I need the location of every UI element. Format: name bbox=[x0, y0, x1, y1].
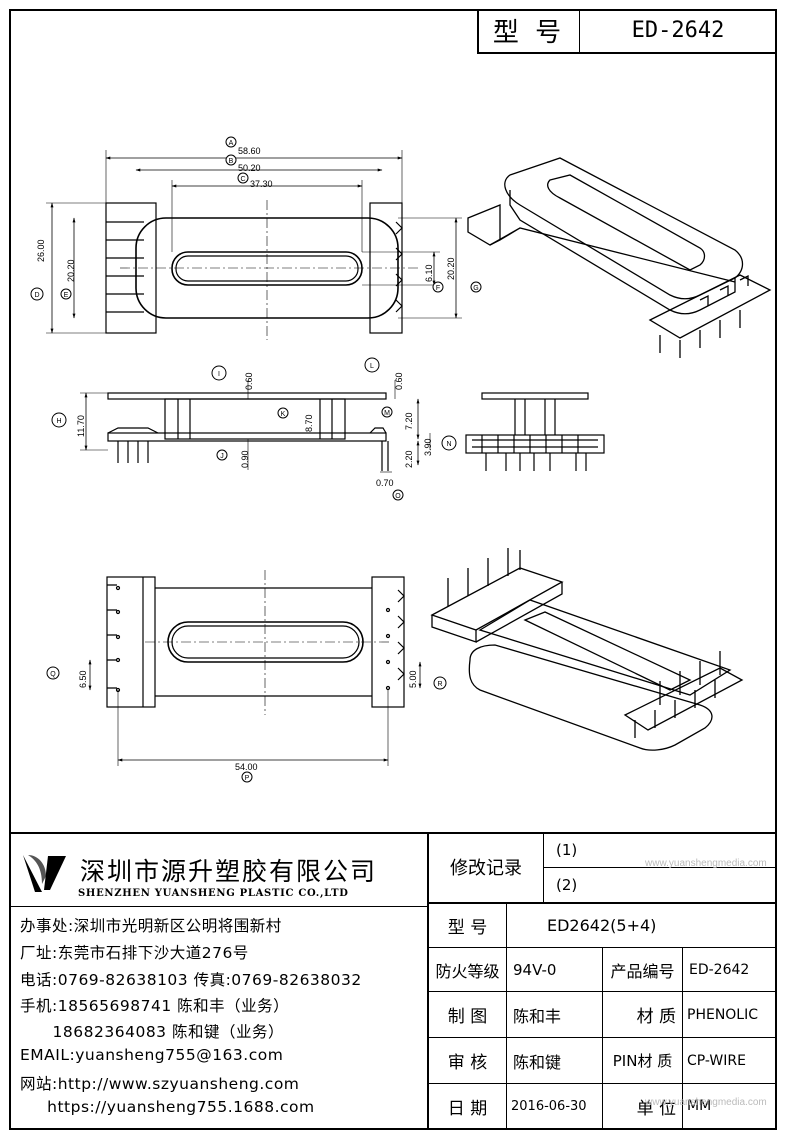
isometric-view-bottom bbox=[430, 548, 744, 751]
spec-date-label: 日 期 bbox=[429, 1084, 507, 1128]
watermark-bottom: www.yuanshengmedia.com bbox=[645, 1097, 767, 1108]
spec-model-label: 型 号 bbox=[429, 904, 507, 948]
company-mobile-1: 手机:18565698741 陈和丰（业务） bbox=[20, 997, 290, 1015]
svg-text:J: J bbox=[220, 453, 224, 460]
isometric-view-top bbox=[467, 157, 772, 358]
spec-model-value: ED2642(5+4) bbox=[507, 904, 777, 948]
company-mobile-2: 18682364083 陈和键（业务） bbox=[20, 1023, 284, 1041]
spec-unit-label: 单 位 bbox=[603, 1084, 683, 1128]
spec-grid: 修改记录 (1) (2) 型 号 ED2642(5+4) 防火等级 94V-0 … bbox=[427, 832, 777, 1130]
svg-text:M: M bbox=[384, 410, 390, 417]
model-header-value: ED-2642 bbox=[631, 18, 725, 43]
company-office: 办事处:深圳市光明新区公明将围新村 bbox=[20, 917, 282, 935]
spec-pin-label: PIN材 质 bbox=[603, 1038, 683, 1084]
revision-row-2: (2) bbox=[544, 868, 777, 904]
dim-B: 50.20 bbox=[238, 163, 261, 173]
dim-right-c: 2.20 bbox=[404, 450, 414, 468]
company-name-cn: 深圳市源升塑胶有限公司 bbox=[80, 857, 378, 886]
dim-pin: 0.70 bbox=[376, 478, 394, 488]
technical-drawing: A B C D E F G I H K J L M O N Q P R bbox=[30, 136, 772, 783]
spec-material-value: PHENOLIC bbox=[683, 992, 777, 1038]
dim-pitch-left: 6.50 bbox=[78, 670, 88, 688]
company-phone: 电话:0769-82638103 传真:0769-82638032 bbox=[20, 971, 362, 989]
dim-F: 6.10 bbox=[424, 264, 434, 282]
company-logo bbox=[23, 855, 66, 892]
spec-drawn-label: 制 图 bbox=[429, 992, 507, 1038]
logo-divider bbox=[9, 906, 427, 907]
dim-C: 37.30 bbox=[250, 179, 273, 189]
watermark-top: www.yuanshengmedia.com bbox=[645, 858, 767, 869]
spec-drawn-value: 陈和丰 bbox=[507, 992, 603, 1038]
svg-text:L: L bbox=[370, 363, 374, 370]
spec-material-label: 材 质 bbox=[603, 992, 683, 1038]
dim-bottom: 0.90 bbox=[240, 450, 250, 468]
svg-text:D: D bbox=[34, 292, 39, 299]
dim-top-left: 0.60 bbox=[244, 372, 254, 390]
company-store: https://yuansheng755.1688.com bbox=[20, 1098, 315, 1116]
spec-code-value: ED-2642 bbox=[683, 948, 777, 992]
dim-G: 20.20 bbox=[446, 257, 456, 280]
svg-text:C: C bbox=[240, 176, 245, 183]
svg-text:R: R bbox=[437, 681, 442, 688]
bottom-view bbox=[88, 570, 422, 766]
dim-pitch-right: 5.00 bbox=[408, 670, 418, 688]
svg-text:P: P bbox=[245, 775, 250, 782]
end-view bbox=[465, 392, 605, 471]
revision-row-1: (1) bbox=[544, 832, 777, 868]
svg-text:B: B bbox=[229, 158, 234, 165]
drawing-frame bbox=[9, 9, 777, 1130]
callouts bbox=[30, 136, 482, 783]
svg-text:I: I bbox=[218, 371, 220, 378]
svg-text:G: G bbox=[473, 285, 478, 292]
spec-review-value: 陈和键 bbox=[507, 1038, 603, 1084]
company-website: 网站:http://www.szyuansheng.com bbox=[20, 1075, 300, 1093]
dim-right-a: 7.20 bbox=[404, 412, 414, 430]
callout-letters: A B C D E F G I H K J L M O N Q P R bbox=[34, 140, 478, 782]
title-block bbox=[9, 832, 777, 1130]
company-name-en: SHENZHEN YUANSHENG PLASTIC CO.,LTD bbox=[78, 888, 349, 899]
svg-text:O: O bbox=[395, 493, 401, 500]
revision-label: 修改记录 bbox=[429, 832, 544, 904]
svg-text:F: F bbox=[436, 285, 440, 292]
spec-unit-value: MM bbox=[687, 1098, 712, 1114]
spec-fire-label: 防火等级 bbox=[429, 948, 507, 992]
dim-top-right: 0.60 bbox=[394, 372, 404, 390]
dim-inner-h: 8.70 bbox=[304, 414, 314, 432]
dim-right-b: 3.90 bbox=[423, 438, 433, 456]
dim-A: 58.60 bbox=[238, 146, 261, 156]
spec-fire-value: 94V-0 bbox=[507, 948, 603, 992]
svg-text:K: K bbox=[281, 411, 286, 418]
top-view bbox=[46, 150, 462, 340]
dim-h-total: 11.70 bbox=[76, 415, 86, 437]
spec-code-label: 产品编号 bbox=[603, 948, 683, 992]
dim-span: 54.00 bbox=[235, 762, 258, 772]
svg-text:A: A bbox=[229, 140, 234, 147]
spec-pin-value: CP-WIRE bbox=[683, 1038, 777, 1084]
svg-text:E: E bbox=[64, 292, 69, 299]
dim-E: 20.20 bbox=[66, 259, 76, 282]
svg-text:H: H bbox=[56, 418, 61, 425]
model-header: 型 号 ED-2642 bbox=[477, 9, 777, 54]
model-header-label: 型 号 bbox=[479, 9, 580, 52]
side-view bbox=[80, 380, 431, 473]
company-factory: 厂址:东莞市石排下沙大道276号 bbox=[20, 944, 249, 962]
dim-D: 26.00 bbox=[36, 239, 46, 262]
svg-text:N: N bbox=[446, 441, 451, 448]
spec-review-label: 审 核 bbox=[429, 1038, 507, 1084]
company-email: EMAIL:yuansheng755@163.com bbox=[20, 1046, 284, 1064]
spec-date-value: 2016-06-30 bbox=[507, 1084, 603, 1128]
svg-text:Q: Q bbox=[50, 671, 56, 678]
